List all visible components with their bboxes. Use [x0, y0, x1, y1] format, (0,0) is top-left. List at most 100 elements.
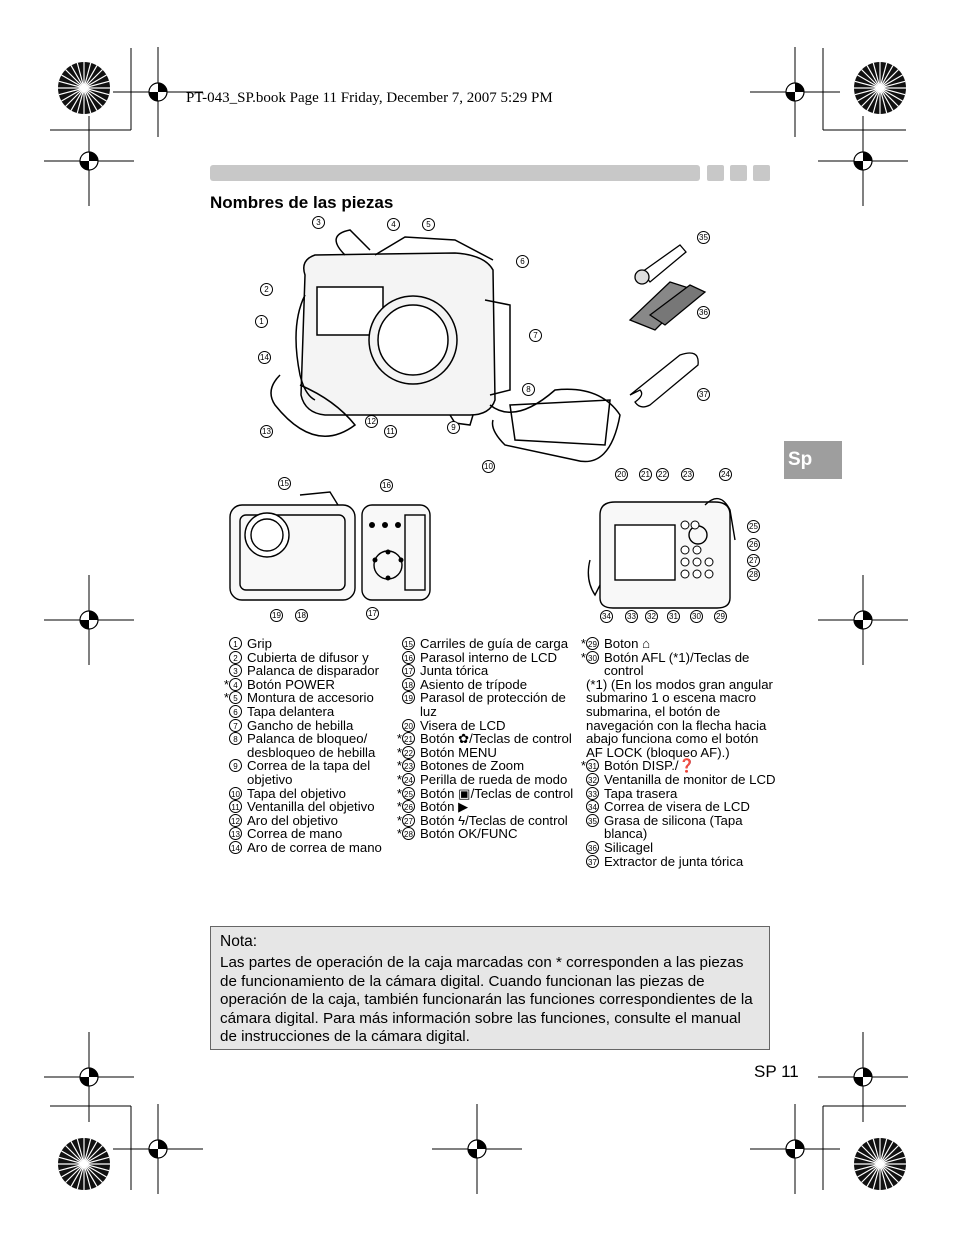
part-number: 32 — [586, 772, 599, 786]
crosshair-mark — [113, 1104, 203, 1194]
part-number: 7 — [229, 718, 242, 732]
part-list-item: 37 Extractor de junta tórica — [578, 853, 778, 869]
asterisk-marker: * — [223, 676, 229, 692]
part-number: 30 — [586, 650, 599, 664]
part-name: Aro de correa de mano — [247, 839, 382, 855]
part-name: Parasol de protección de luz — [420, 690, 566, 719]
figure-callout: 33 — [625, 610, 638, 623]
asterisk-marker — [221, 664, 229, 678]
figure-callout: 12 — [365, 415, 378, 428]
part-number: 19 — [402, 691, 415, 705]
part-number: 1 — [229, 637, 242, 650]
part-name: Correa de mano — [247, 826, 343, 842]
asterisk-marker: * — [396, 771, 402, 787]
part-name: Correa de la tapa del objetivo — [247, 758, 371, 787]
asterisk-marker — [578, 678, 586, 760]
part-name: Extractor de junta tórica — [604, 853, 744, 869]
part-name: Gancho de hebilla — [247, 717, 354, 733]
asterisk-marker — [221, 732, 229, 759]
starburst-bottom-left — [58, 1138, 110, 1190]
figure-callout: 25 — [747, 520, 760, 533]
figure-callout: 4 — [387, 218, 400, 231]
crosshair-mark — [818, 116, 908, 206]
part-number: 4 — [229, 677, 242, 691]
asterisk-marker: * — [396, 812, 402, 828]
part-number: 37 — [586, 854, 599, 868]
asterisk-marker — [394, 719, 402, 733]
part-number: 34 — [586, 800, 599, 814]
part-number: 16 — [402, 650, 415, 664]
section-bar-square — [753, 165, 770, 181]
crosshair-mark — [750, 47, 840, 137]
part-name: Carriles de guía de carga — [420, 636, 569, 651]
part-name: Botón ▣/Teclas de control — [420, 785, 574, 801]
part-list-item: 13 Correa de mano — [221, 827, 396, 841]
part-name: Perilla de rueda de modo — [420, 771, 568, 787]
figure-callout: 34 — [600, 610, 613, 623]
figure-callout: 5 — [422, 218, 435, 231]
part-number: 29 — [586, 637, 599, 650]
figure-callout: 21 — [639, 468, 652, 481]
section-bar — [210, 165, 700, 181]
asterisk-marker — [578, 841, 586, 855]
part-number: 6 — [229, 704, 242, 718]
asterisk-marker: * — [580, 649, 586, 665]
part-name: Montura de accesorio — [247, 690, 374, 706]
part-name: (*1) (En los modos gran angular submarin… — [586, 676, 773, 760]
asterisk-marker — [578, 855, 586, 869]
figure-callout: 32 — [645, 610, 658, 623]
asterisk-marker — [221, 651, 229, 665]
figure-callout: 20 — [615, 468, 628, 481]
part-number: 15 — [402, 637, 415, 650]
crosshair-mark — [818, 575, 908, 665]
asterisk-marker — [221, 759, 229, 786]
asterisk-marker — [578, 773, 586, 787]
part-name: Cubierta de difusor y — [247, 649, 369, 665]
part-number: 13 — [229, 827, 242, 841]
accessories-illustration — [628, 244, 707, 408]
part-number: 20 — [402, 718, 415, 732]
figure-callout: 1 — [255, 315, 268, 328]
figure-callout: 30 — [690, 610, 703, 623]
language-tab: Sp — [784, 441, 842, 479]
part-number: 35 — [586, 813, 599, 827]
asterisk-marker — [221, 787, 229, 801]
figure-callout: 28 — [747, 568, 760, 581]
figure-callout: 14 — [258, 351, 271, 364]
figure-callout: 15 — [278, 477, 291, 490]
figure-callout: 35 — [697, 231, 710, 244]
part-number: 27 — [402, 813, 415, 827]
asterisk-marker — [578, 787, 586, 801]
asterisk-marker: * — [396, 799, 402, 815]
part-name: Botón ▶ — [420, 799, 469, 815]
figure-callout: 7 — [529, 329, 542, 342]
figure-callout: 27 — [747, 554, 760, 567]
figure-callout: 37 — [697, 388, 710, 401]
figure-callout: 19 — [270, 609, 283, 622]
part-name: Botón MENU — [420, 744, 497, 760]
housing-front-illustration — [270, 229, 621, 463]
crosshair-mark — [44, 575, 134, 665]
figure-callout: 31 — [667, 610, 680, 623]
figure-callout: 16 — [380, 479, 393, 492]
figure-callout: 6 — [516, 255, 529, 268]
part-number: 25 — [402, 786, 415, 800]
part-name: Botón DISP./❓ — [604, 758, 695, 774]
part-number: 2 — [229, 650, 242, 664]
